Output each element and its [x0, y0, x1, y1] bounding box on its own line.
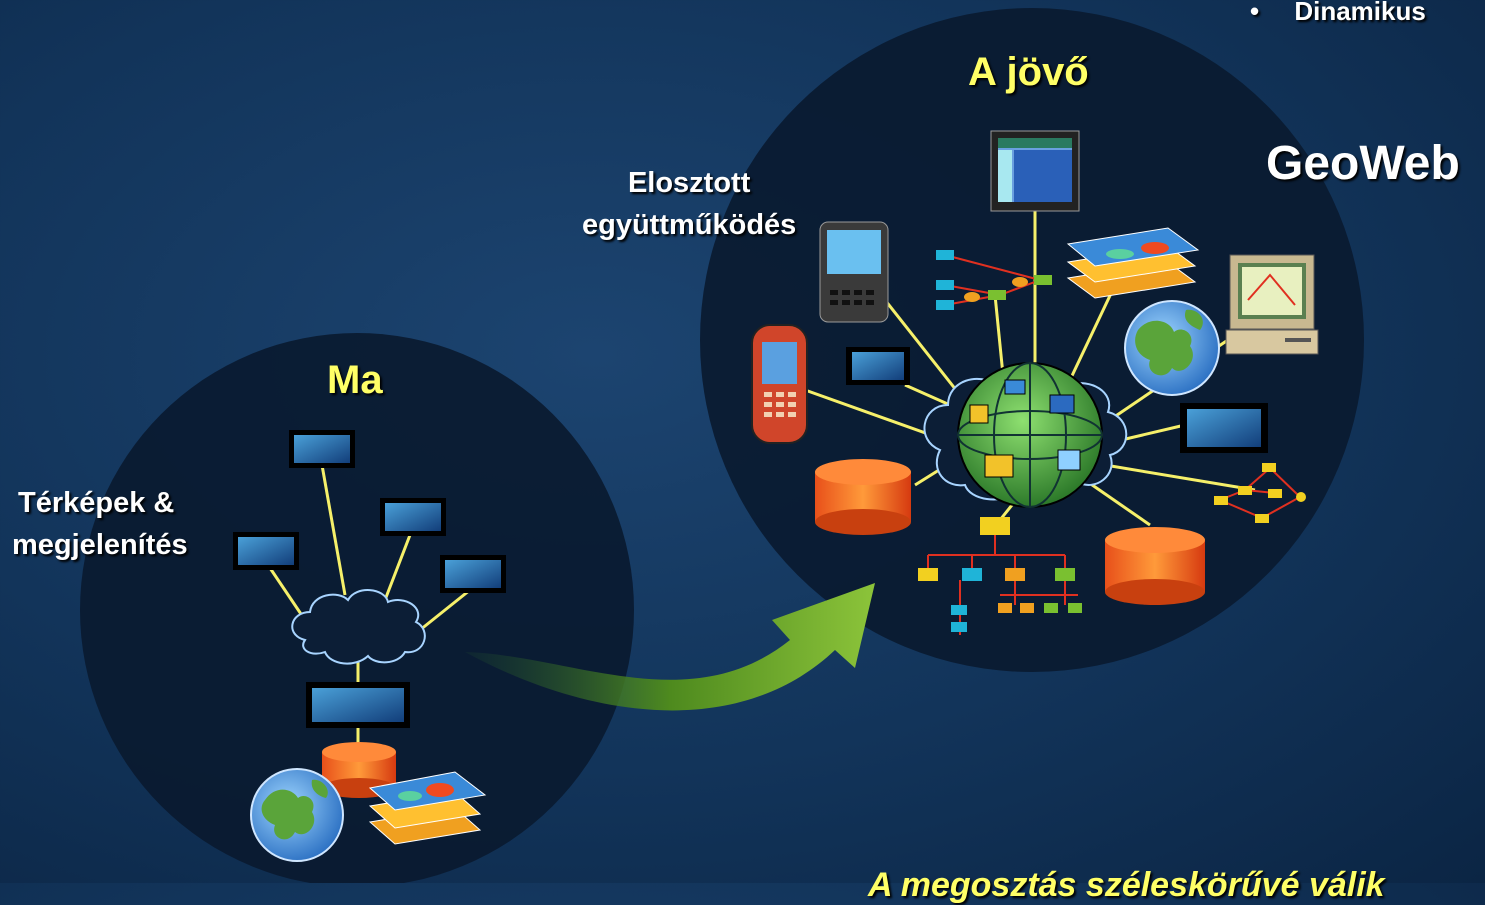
earth-globe-icon [1124, 300, 1220, 396]
hierarchy-icon [918, 517, 1082, 635]
today-screen [289, 430, 355, 468]
future-screen [1180, 403, 1268, 453]
maps-label-line-1: Térképek & [18, 487, 175, 519]
flowchart-icon [936, 250, 1052, 310]
distributed-label: Elosztott együttműködés [582, 162, 796, 246]
raster-layers-icon [1066, 227, 1200, 299]
today-screen [233, 532, 299, 570]
diagram-canvas [80, 8, 1364, 883]
today-screen [306, 682, 410, 728]
database-icon [1105, 527, 1205, 605]
database-icon [322, 742, 396, 798]
maps-label-line-2: megjelenítés [12, 529, 188, 561]
today-screen [440, 555, 506, 593]
distributed-label-line-2: együttműködés [582, 209, 797, 241]
today-screen [380, 498, 446, 536]
cloud-icon [291, 589, 426, 665]
desktop-computer-icon [1225, 254, 1319, 355]
today-links [266, 464, 471, 748]
mobile-phone-icon [751, 324, 808, 444]
distributed-label-line-1: Elosztott [627, 167, 751, 199]
bullet-marker: • [1250, 0, 1260, 26]
today-title: Ma [327, 358, 383, 402]
bullet-item: • Dinamikus [1250, 0, 1426, 27]
raster-layers-icon [368, 771, 487, 845]
network-globe-icon [957, 362, 1103, 508]
geoweb-label: GeoWeb [1266, 137, 1460, 190]
future-links [804, 210, 1256, 527]
future-title: A jövő [968, 50, 1089, 94]
maps-label: Térképek & megjelenítés [12, 482, 188, 566]
earth-globe-icon [250, 768, 344, 862]
future-screen [846, 347, 910, 385]
graph-network-icon [1214, 463, 1306, 523]
monitor-icon [990, 130, 1080, 212]
pda-icon [819, 221, 889, 323]
database-icon [815, 459, 911, 535]
transition-arrow [465, 583, 875, 711]
bullet-text: Dinamikus [1294, 0, 1426, 26]
bottom-caption: A megosztás széleskörűvé válik [868, 866, 1385, 904]
